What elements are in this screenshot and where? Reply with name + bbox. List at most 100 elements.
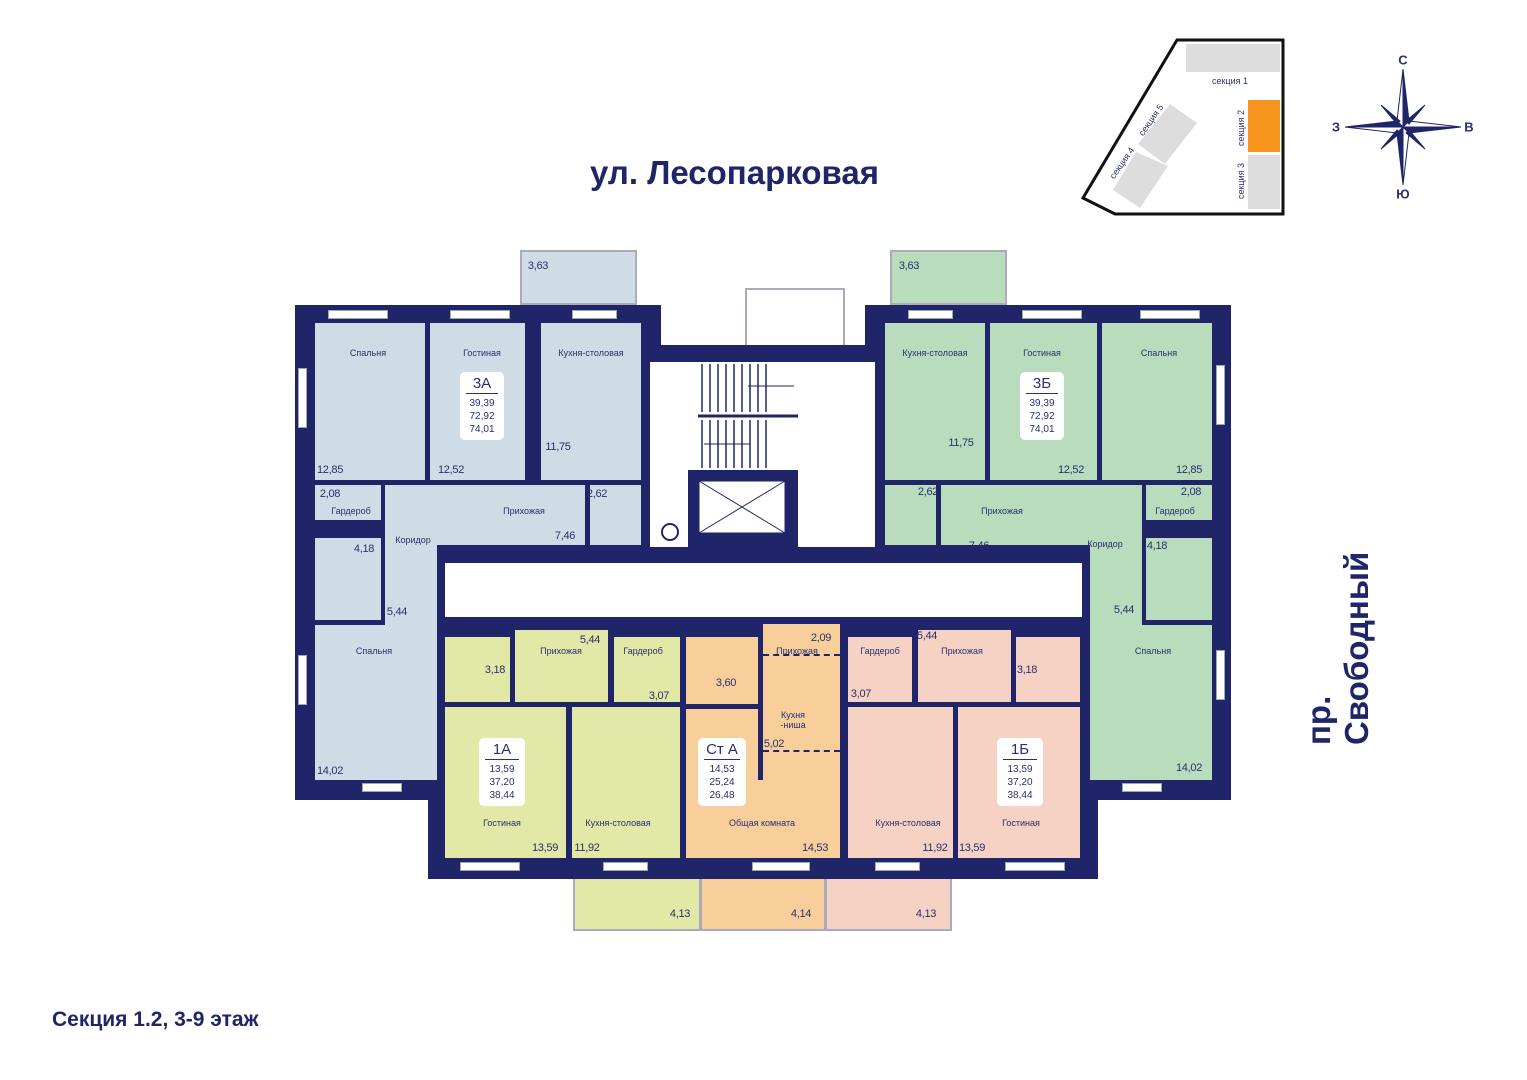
room-3a-wardrobe <box>315 485 381 520</box>
kitchen-niche-divider <box>763 654 840 656</box>
room-label: Гардероб <box>860 646 900 656</box>
room-1b-kitchen <box>848 707 953 858</box>
total-area-with-balcony: 26,48 <box>709 790 735 801</box>
room-label: Прихожая <box>941 646 983 656</box>
room-3b-bedroom-2 <box>1090 625 1212 780</box>
room-label: Гардероб <box>623 646 663 656</box>
area-label: 7,46 <box>968 540 990 552</box>
room-label: Прихожая <box>503 506 545 516</box>
apartment-name: 3Б <box>1026 375 1058 394</box>
compass-rose: С Ю З В <box>1330 50 1480 202</box>
common-corridor <box>445 563 1080 617</box>
window <box>908 310 953 319</box>
compass-star-icon <box>1344 68 1462 186</box>
room-1a-hall <box>515 630 608 702</box>
street-right-label: пр. Свободный <box>1300 551 1375 745</box>
room-3b-kitchen <box>885 323 985 480</box>
apartment-badge-3b: 3Б 39,39 72,92 74,01 <box>1020 372 1064 440</box>
room-label: Прихожая <box>776 646 818 656</box>
area-label: 4,14 <box>790 908 812 920</box>
window <box>328 310 388 319</box>
area-label: 4,13 <box>915 908 937 920</box>
apartment-badge-st-a: Ст А 14,53 25,24 26,48 <box>698 738 746 806</box>
area-label: 11,92 <box>574 842 600 854</box>
room-1b-bath <box>1016 637 1080 702</box>
room-label: Кухня-столовая <box>558 348 624 358</box>
section-1-label: секция 1 <box>1211 76 1249 86</box>
total-area: 72,92 <box>1029 411 1055 422</box>
room-3a-bath <box>315 538 381 620</box>
room-3a-bedroom <box>315 323 425 480</box>
balcony-1b <box>825 876 952 931</box>
section-3-label: секция 3 <box>1236 162 1246 200</box>
area-label: 2,08 <box>1180 486 1202 498</box>
area-label: 3,07 <box>648 690 670 702</box>
area-label: 5,02 <box>763 738 785 750</box>
site-outline <box>1080 38 1285 216</box>
area-label: 4,18 <box>353 543 375 555</box>
balcony-3a <box>520 250 637 305</box>
area-label: 12,52 <box>437 464 465 476</box>
apartment-name: 1А <box>485 741 519 760</box>
room-label: Гардероб <box>1155 506 1195 516</box>
compass-south: Ю <box>1396 186 1410 202</box>
section-2-highlight <box>1248 100 1280 152</box>
area-label: 11,75 <box>948 437 974 449</box>
area-label: 2,62 <box>586 488 608 500</box>
living-area: 14,53 <box>709 764 735 775</box>
total-area: 25,24 <box>709 777 735 788</box>
compass-west: З <box>1331 119 1341 135</box>
balcony-3b <box>890 250 1007 305</box>
room-label: Гостиная <box>1023 348 1061 358</box>
room-label: Коридор <box>395 535 431 545</box>
window <box>603 862 648 871</box>
balcony-sta <box>700 876 826 931</box>
area-label: 2,08 <box>319 488 341 500</box>
room-label: Общая комната <box>729 818 795 828</box>
window <box>875 862 920 871</box>
apartment-badge-1a: 1А 13,59 37,20 38,44 <box>479 738 525 806</box>
window <box>572 310 617 319</box>
area-label: 12,85 <box>1175 464 1203 476</box>
apartment-name: 3А <box>466 375 498 394</box>
living-area: 39,39 <box>1029 398 1055 409</box>
room-1b-wardrobe <box>848 637 912 702</box>
area-label: 3,63 <box>898 260 920 272</box>
elevator-icon <box>698 480 786 534</box>
compass-north: С <box>1398 52 1408 68</box>
area-label: 14,02 <box>1175 762 1203 774</box>
room-3b-bedroom <box>1102 323 1212 480</box>
room-label: Гостиная <box>1002 818 1040 828</box>
room-label: Гостиная <box>463 348 501 358</box>
room-3a-bedroom-2 <box>315 625 437 780</box>
room-1a-wardrobe <box>614 637 680 702</box>
area-label: 2,09 <box>810 632 832 644</box>
window <box>362 783 402 792</box>
area-label: 11,75 <box>545 441 571 453</box>
area-label: 5,44 <box>579 634 601 646</box>
area-label: 13,59 <box>531 842 559 854</box>
total-area-with-balcony: 74,01 <box>1029 424 1055 435</box>
room-label: Кухня-столовая <box>902 348 968 358</box>
area-label: 14,02 <box>316 765 344 777</box>
window <box>1022 310 1082 319</box>
window <box>1005 862 1065 871</box>
room-label: Гардероб <box>331 506 371 516</box>
room-1a-kitchen <box>572 707 680 858</box>
room-3a-wc <box>590 485 641 545</box>
area-label: 13,59 <box>958 842 986 854</box>
room-label: Спальня <box>349 348 387 358</box>
window <box>450 310 510 319</box>
room-3b-wardrobe <box>1146 485 1212 520</box>
window <box>752 862 810 871</box>
section-floor-label: Секция 1.2, 3-9 этаж <box>52 1008 259 1031</box>
room-label: Коридор <box>1087 539 1123 549</box>
room-label: Гостиная <box>483 818 521 828</box>
section-2-label: секция 2 <box>1236 109 1246 147</box>
room-1b-hall <box>918 630 1011 702</box>
chute-icon <box>661 523 679 541</box>
apartment-badge-3a: 3А 39,39 72,92 74,01 <box>460 372 504 440</box>
room-sta-bath <box>686 637 758 704</box>
total-area: 37,20 <box>1007 777 1033 788</box>
area-label: 3,18 <box>484 664 506 676</box>
